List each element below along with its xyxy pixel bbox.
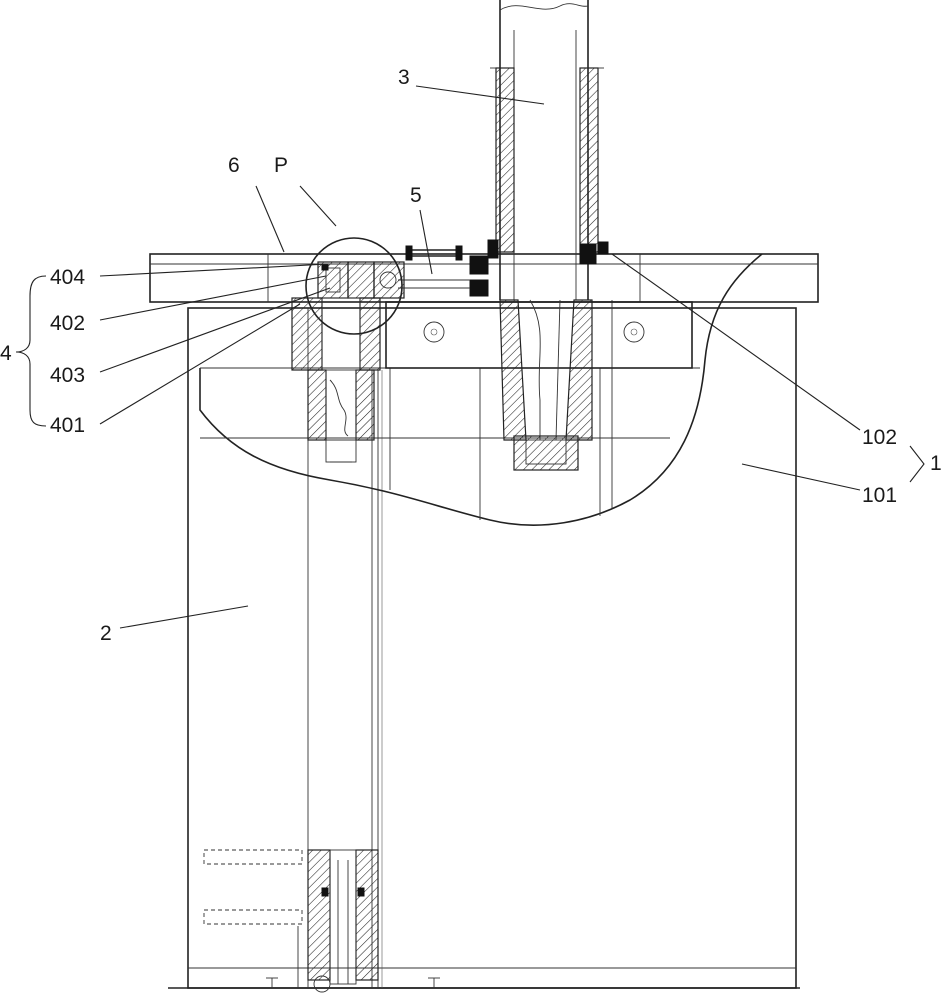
bottom-column — [204, 850, 378, 992]
label-5: 5 — [410, 184, 422, 207]
label-404: 404 — [50, 266, 85, 289]
label-102: 102 — [862, 426, 897, 449]
part-labels: 3 6 P 5 404 402 4 403 401 102 101 1 2 — [0, 66, 942, 645]
label-403: 403 — [50, 364, 85, 387]
label-1: 1 — [930, 452, 942, 475]
connecting-rod — [398, 246, 470, 288]
leader-lines — [16, 86, 924, 628]
label-2: 2 — [100, 622, 112, 645]
shaft — [470, 0, 608, 470]
label-4: 4 — [0, 342, 12, 365]
label-401: 401 — [50, 414, 85, 437]
label-p: P — [274, 154, 288, 177]
label-6: 6 — [228, 154, 240, 177]
label-402: 402 — [50, 312, 85, 335]
lock-assembly — [292, 238, 404, 462]
label-3: 3 — [398, 66, 410, 89]
label-101: 101 — [862, 484, 897, 507]
container-body — [168, 308, 800, 988]
